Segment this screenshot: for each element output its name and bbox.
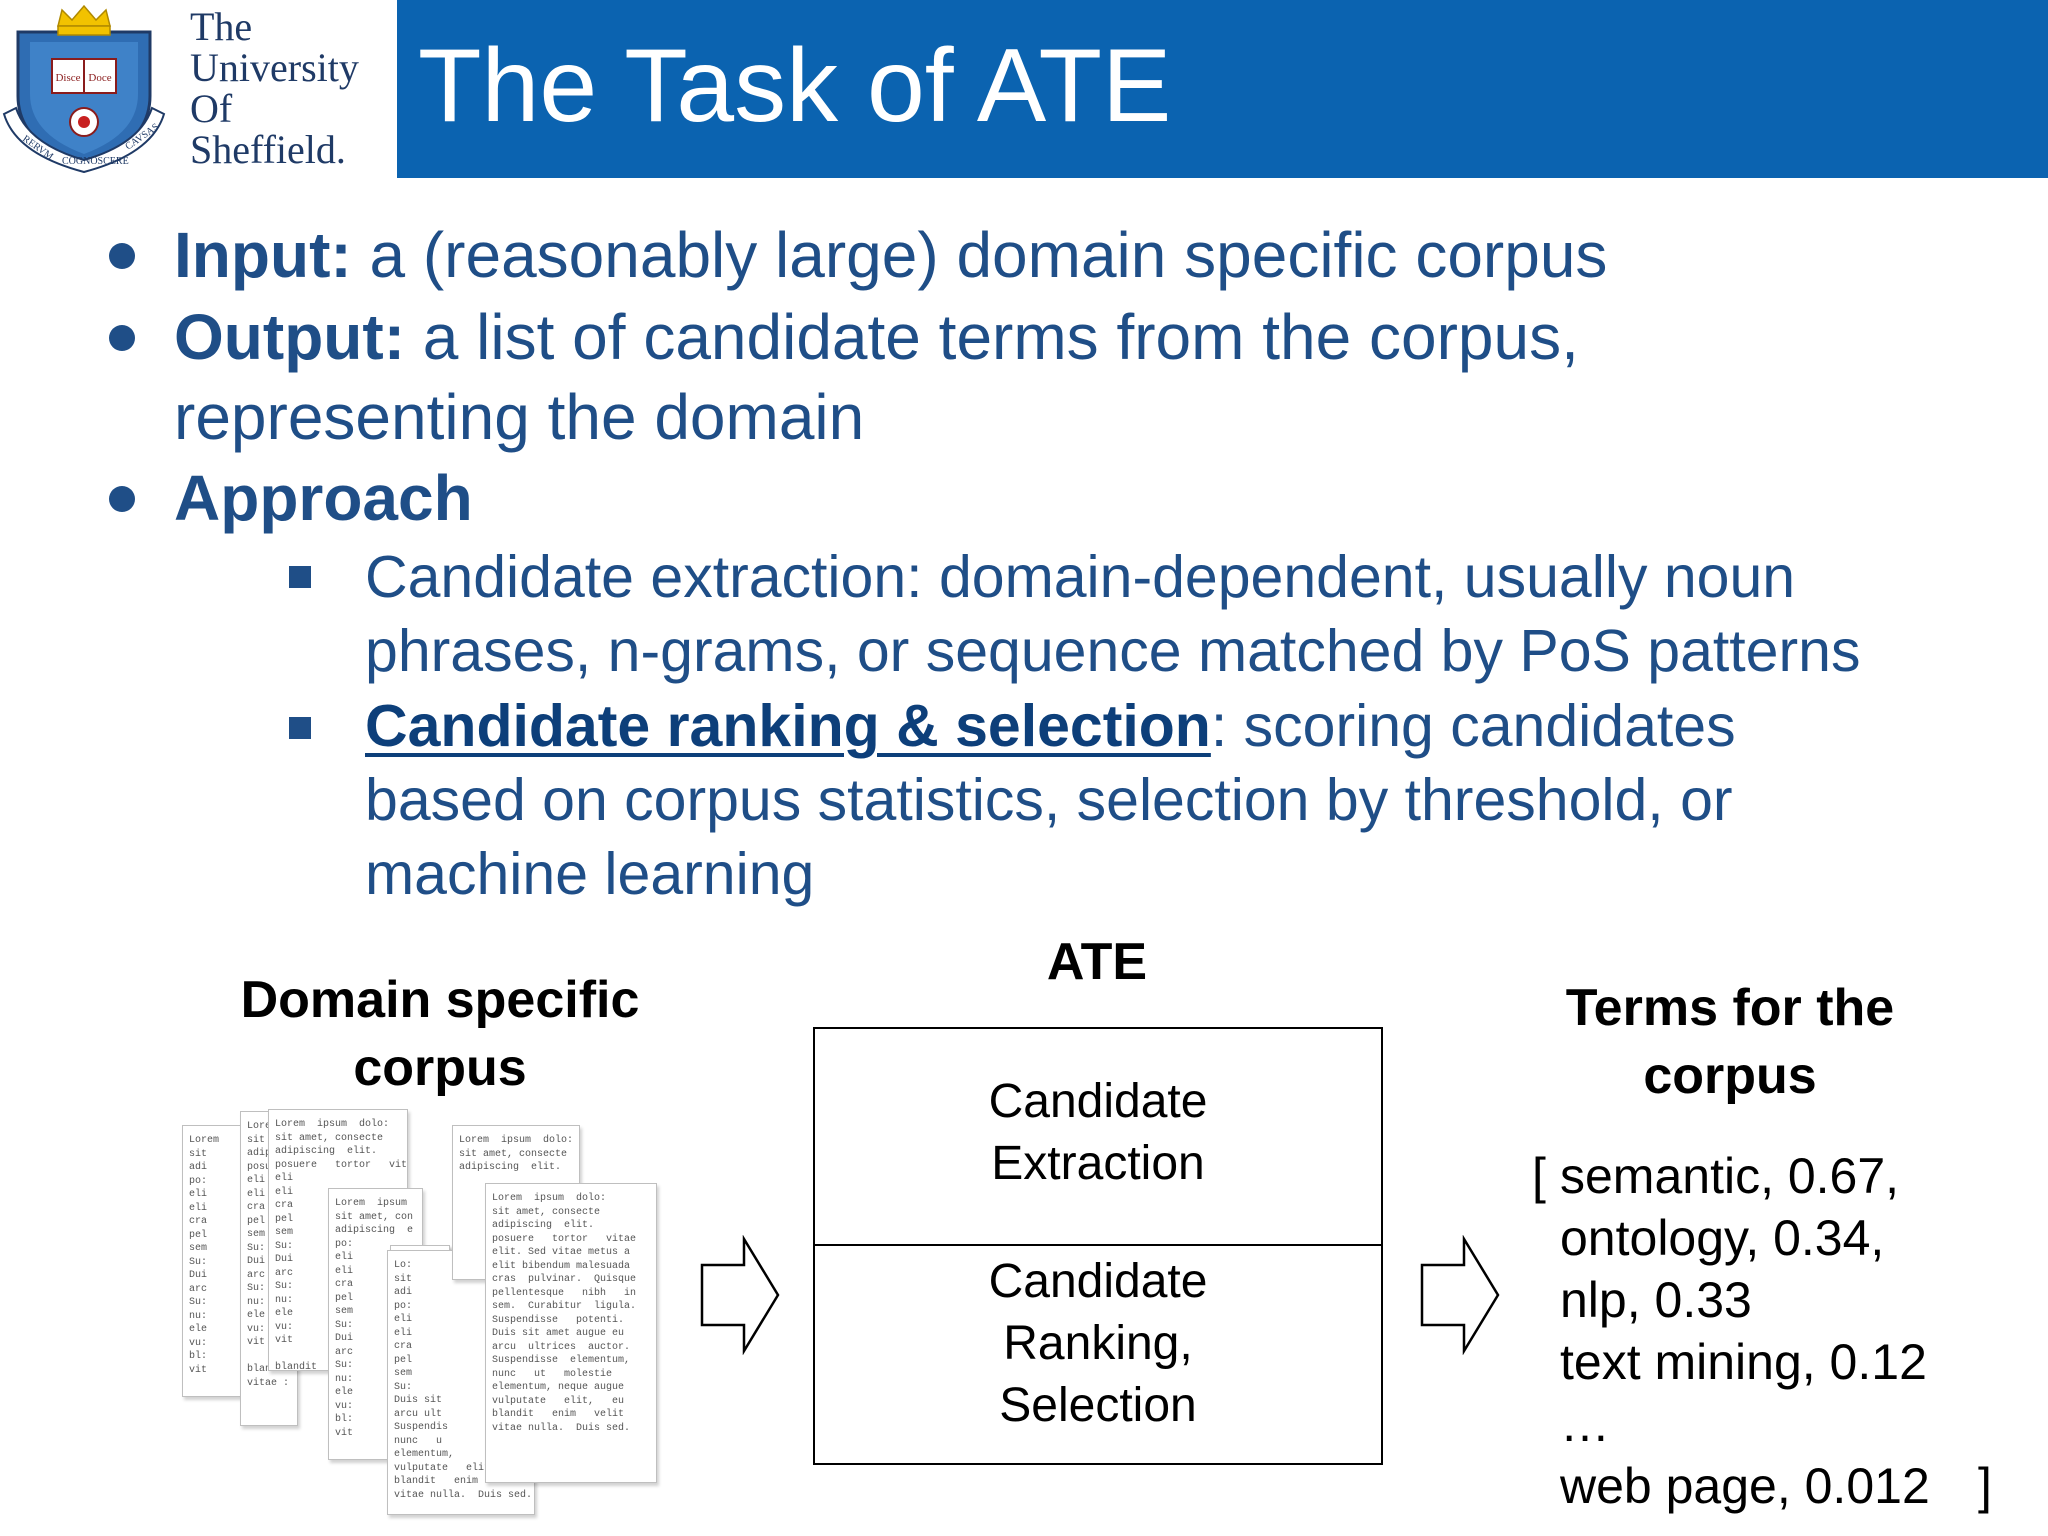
bullet-dot xyxy=(109,243,135,269)
terms-heading: Terms for the corpus xyxy=(1500,974,1960,1110)
sub-bullet-extraction-continued: phrases, n-grams, or sequence matched by… xyxy=(365,618,1861,684)
bullet-dot xyxy=(109,325,135,351)
terms-close-bracket: ] xyxy=(1978,1458,1992,1514)
approach-label: Approach xyxy=(174,462,473,534)
logo-line: Sheffield. xyxy=(190,127,346,172)
corpus-heading: Domain specific corpus xyxy=(200,966,680,1102)
output-text-continued: representing the domain xyxy=(174,381,865,453)
document-page: Lorem sit adi po: eli eli cra pel sem Su… xyxy=(182,1125,242,1397)
university-name: The University Of Sheffield. xyxy=(190,6,359,170)
bullet-dot xyxy=(109,486,135,512)
slide-title: The Task of ATE xyxy=(418,28,1172,144)
bullet-output: Output: a list of candidate terms from t… xyxy=(174,297,1579,377)
document-stack-icon: Lorem sit adi po: eli eli cra pel sem Su… xyxy=(180,1105,670,1525)
corpus-heading-line: Domain specific xyxy=(240,971,640,1029)
input-label: Input: xyxy=(174,219,352,291)
title-bar xyxy=(397,0,2048,178)
term-item: nlp, 0.33 xyxy=(1560,1272,1752,1328)
right-arrow-icon xyxy=(1420,1235,1500,1355)
ate-box-divider xyxy=(815,1244,1381,1246)
logo-line: University xyxy=(190,45,359,90)
term-item: text mining, 0.12 xyxy=(1560,1334,1927,1390)
right-arrow-icon xyxy=(700,1235,780,1355)
output-label: Output: xyxy=(174,301,405,373)
term-item: web page, 0.012 xyxy=(1560,1458,1930,1514)
input-text: a (reasonably large) domain specific cor… xyxy=(351,219,1608,291)
ate-heading: ATE xyxy=(1046,933,1148,991)
terms-heading-line: corpus xyxy=(1643,1047,1817,1105)
term-item: semantic, 0.67, xyxy=(1560,1148,1900,1204)
output-text: a list of candidate terms from the corpu… xyxy=(405,301,1579,373)
university-crest-logo: Disce Doce RERVM COGNOSCERE CAVSAS xyxy=(2,4,166,174)
corpus-heading-line: corpus xyxy=(353,1039,527,1097)
sub-bullet-ranking: Candidate ranking & selection: scoring c… xyxy=(365,689,1736,763)
bullet-input: Input: a (reasonably large) domain speci… xyxy=(174,215,1607,295)
sub-bullet-ranking-continued: based on corpus statistics, selection by… xyxy=(365,767,1733,833)
step-text: Candidate xyxy=(988,1075,1208,1128)
sub-bullet-square xyxy=(289,717,311,739)
step-text: Selection xyxy=(999,1379,1197,1432)
candidate-extraction-step: Candidate Extraction xyxy=(815,1071,1381,1195)
terms-heading-line: Terms for the xyxy=(1565,979,1895,1037)
document-page: Lorem ipsum dolo: sit amet, consecte adi… xyxy=(485,1183,657,1483)
sub-bullet-square xyxy=(289,566,311,588)
logo-line: The xyxy=(190,4,253,49)
sub-bullet-ranking-continued: machine learning xyxy=(365,841,815,907)
candidate-ranking-step: Candidate Ranking, Selection xyxy=(815,1251,1381,1437)
step-text: Ranking, xyxy=(1003,1317,1193,1370)
logo-line: Of xyxy=(190,86,233,131)
crest-motto-left: Disce xyxy=(55,72,80,84)
svg-text:COGNOSCERE: COGNOSCERE xyxy=(62,156,129,167)
crest-motto-right: Doce xyxy=(88,72,111,84)
terms-open-bracket: [ xyxy=(1532,1148,1546,1204)
terms-list: semantic, 0.67, ontology, 0.34, nlp, 0.3… xyxy=(1560,1145,1930,1517)
ranking-selection-link[interactable]: Candidate ranking & selection xyxy=(365,693,1211,759)
step-text: Extraction xyxy=(991,1137,1205,1190)
ranking-text: : scoring candidates xyxy=(1210,693,1736,759)
sub-bullet-extraction: Candidate extraction: domain-dependent, … xyxy=(365,544,1796,610)
term-item: … xyxy=(1560,1396,1610,1452)
ate-process-box: Candidate Extraction Candidate Ranking, … xyxy=(813,1027,1383,1465)
term-item: ontology, 0.34, xyxy=(1560,1210,1885,1266)
step-text: Candidate xyxy=(988,1255,1208,1308)
